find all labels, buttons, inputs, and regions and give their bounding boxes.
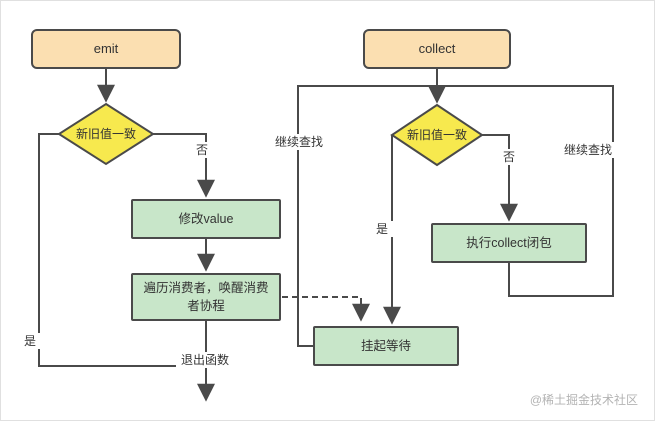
node-modify-value: 修改value: [131, 199, 281, 239]
node-suspend-wait: 挂起等待: [313, 326, 459, 366]
edge-wakeup-dashed: [282, 296, 370, 322]
edge-emit-yes-to-exit: [38, 133, 205, 367]
edge-label-emit-yes: 是: [19, 333, 41, 349]
node-collect: collect: [363, 29, 511, 69]
edge-label-emit-no: 否: [191, 142, 213, 158]
decision-emit-value-equal-label: 新旧值一致: [75, 127, 136, 141]
edge-continue-search-left-loop: [297, 85, 436, 347]
node-emit: emit: [31, 29, 181, 69]
edge-collect-no-to-closure: [482, 134, 518, 222]
node-run-collect-closure: 执行collect闭包: [431, 223, 587, 263]
edge-label-collect-yes: 是: [371, 221, 393, 237]
edge-label-exit-function: 退出函数: [176, 352, 234, 368]
edge-label-continue-search-left: 继续查找: [272, 134, 326, 150]
edge-continue-search-right-loop: [438, 85, 614, 297]
node-notify-consumers: 遍历消费者，唤醒消费者协程: [131, 273, 281, 321]
edge-label-collect-no: 否: [498, 149, 520, 165]
edge-label-continue-search-right: 继续查找: [561, 142, 615, 158]
decision-collect-value-equal-label: 新旧值一致: [406, 128, 467, 142]
watermark: @稀土掘金技术社区: [529, 393, 638, 407]
